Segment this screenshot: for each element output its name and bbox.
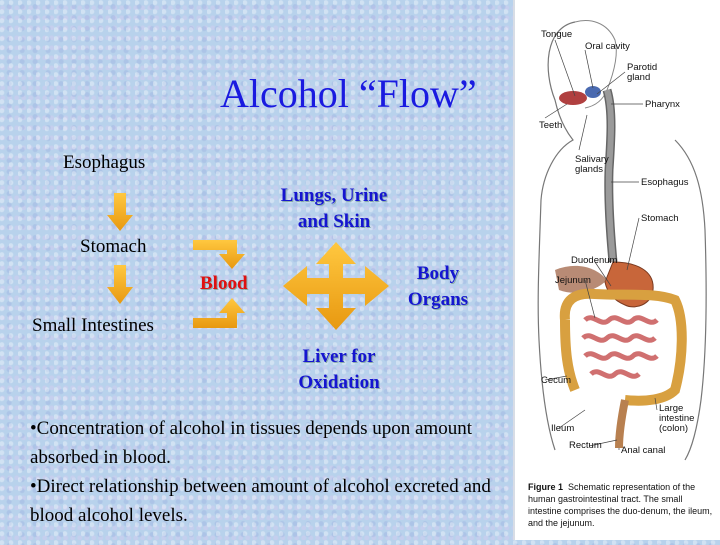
arrow-stomach-intestines [107,265,133,304]
liver-label: Liver for Oxidation [272,344,406,396]
stomach-anatomy-label: Stomach [641,213,679,224]
esophagus-anatomy-label: Esophagus [641,177,689,188]
lungs-line-2: and Skin [297,211,371,232]
parotid-line-1: Parotid [627,62,658,73]
small-intestines-label: Small Intestines [32,315,154,336]
ileum-label: Ileum [551,423,575,434]
bullet-1: •Concentration of alcohol in tissues dep… [30,418,472,468]
large-intestine-line-3: (colon) [659,423,689,434]
oral-cavity-label: Oral cavity [585,41,630,52]
bullet-list: •Concentration of alcohol in tissues dep… [30,414,510,530]
large-intestine-line-1: Large [659,403,684,414]
pharynx-label: Pharynx [645,99,680,110]
body-organs-label: Body Organs [395,261,481,313]
arrow-stomach-blood [193,240,245,269]
liver-line-1: Liver for [302,346,376,367]
arrow-esophagus-stomach [107,193,133,231]
lungs-label: Lungs, Urine and Skin [260,183,408,235]
caption-text: Schematic representation of the human ga… [528,482,713,528]
body-organs-line-1: Body [416,263,460,284]
anatomy-figure: Tongue Oral cavity Parotid gland Pharynx… [513,0,720,540]
tongue-label: Tongue [541,29,573,40]
caption-label: Figure 1 [528,482,564,492]
esophagus-label: Esophagus [63,152,146,173]
large-intestine-line-2: intestine [659,413,695,424]
cecum-label: Cecum [541,375,572,386]
gi-tract-illustration [537,20,707,461]
parotid-gland-label: Parotid gland [627,63,657,83]
liver-line-2: Oxidation [298,372,380,393]
body-organs-line-2: Organs [407,289,469,310]
salivary-line-2: glands [575,164,603,175]
flow-arrows [107,193,389,330]
anal-canal-label: Anal canal [621,445,666,456]
salivary-line-1: Salivary [575,154,609,165]
stomach-label: Stomach [80,236,147,257]
rectum-label: Rectum [569,440,602,451]
jejunum-label: Jejunum [555,275,591,286]
parotid-line-2: gland [627,72,651,83]
blood-label: Blood [200,273,248,294]
duodenum-label: Duodenum [571,255,618,266]
slide-title: Alcohol “Flow” [220,71,477,116]
four-way-arrow [283,242,389,330]
salivary-glands-label: Salivary glands [575,155,609,175]
bullet-2: •Direct relationship between amount of a… [30,476,491,526]
lungs-line-1: Lungs, Urine [280,185,388,206]
teeth-label: Teeth [539,120,563,131]
arrow-intestines-blood [193,298,245,328]
large-intestine-label: Large intestine (colon) [659,404,694,434]
figure-caption: Figure 1 Schematic representation of the… [528,481,714,529]
